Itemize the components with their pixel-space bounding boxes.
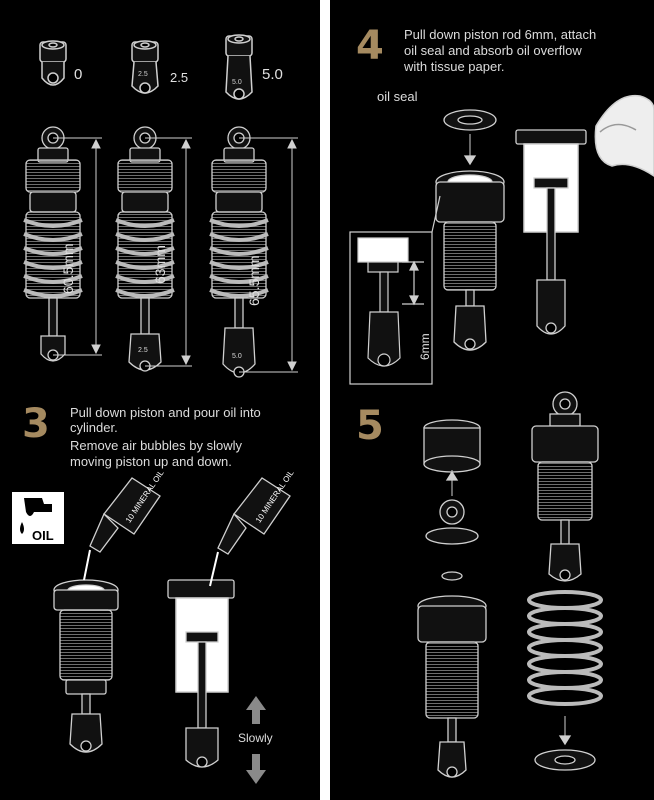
panel-divider (320, 0, 330, 800)
step-4-line-1: Pull down piston rod 6mm, attach (404, 27, 597, 42)
slowly-label: Slowly (238, 731, 273, 745)
step-3-line-1: Pull down piston and pour oil into (70, 405, 261, 420)
shock-assembly-2 (115, 126, 175, 372)
step-3-number: 3 (22, 401, 50, 447)
oil-icon (12, 492, 64, 544)
step-3-line-3: Remove air bubbles by slowly (70, 438, 242, 453)
oil-seal-label: oil seal (377, 89, 418, 104)
svg-text:5.0: 5.0 (232, 79, 242, 86)
end-label-2-5: 2.5 (170, 70, 189, 85)
left-illustration: 2.5 5.0 (12, 34, 298, 784)
length-label-1: 60.5mm (60, 243, 76, 294)
spring-retainer (534, 716, 596, 771)
svg-text:2.5: 2.5 (138, 71, 148, 78)
oil-badge-label: OIL (32, 528, 54, 543)
step-3-line-4: moving piston up and down. (70, 454, 232, 469)
step-4-number: 4 (356, 23, 384, 69)
cylinder-cutaway-right (515, 129, 587, 335)
shock-end-5-0: 5.0 (225, 34, 253, 100)
oil-bottle-left (83, 477, 161, 581)
step-5-number: 5 (356, 403, 384, 449)
assembled-body (531, 391, 599, 582)
cylinder-cutaway (167, 579, 235, 768)
shock-end-0 (39, 40, 67, 86)
oil-bottle-right (209, 477, 291, 587)
cylinder-pour-oil (53, 579, 119, 753)
detail-zoom-box (349, 195, 441, 385)
measure-6mm-label: 6mm (418, 333, 432, 360)
step-4-line-2: oil seal and absorb oil overflow (404, 43, 582, 58)
exploded-assembly (417, 419, 487, 778)
end-label-5-0: 5.0 (262, 66, 283, 83)
shock-end-2-5: 2.5 (131, 40, 159, 94)
up-down-arrows (246, 696, 266, 784)
shock-end-label-2: 2.5 (138, 347, 148, 354)
tissue-hand-icon (594, 94, 654, 177)
spring (527, 590, 603, 706)
length-label-2: 63mm (152, 245, 168, 284)
step-4-line-3: with tissue paper. (404, 59, 505, 74)
length-label-3: 65.5mm (246, 255, 262, 306)
cylinder-filled (435, 170, 505, 351)
shock-end-label-3: 5.0 (232, 353, 242, 360)
dimension-lines (53, 137, 298, 373)
shock-assembly-3 (209, 126, 269, 378)
oil-seal (443, 109, 497, 166)
end-label-0: 0 (74, 66, 83, 83)
step-3-line-2: cylinder. (70, 420, 118, 435)
shock-assembly-1 (23, 126, 83, 362)
